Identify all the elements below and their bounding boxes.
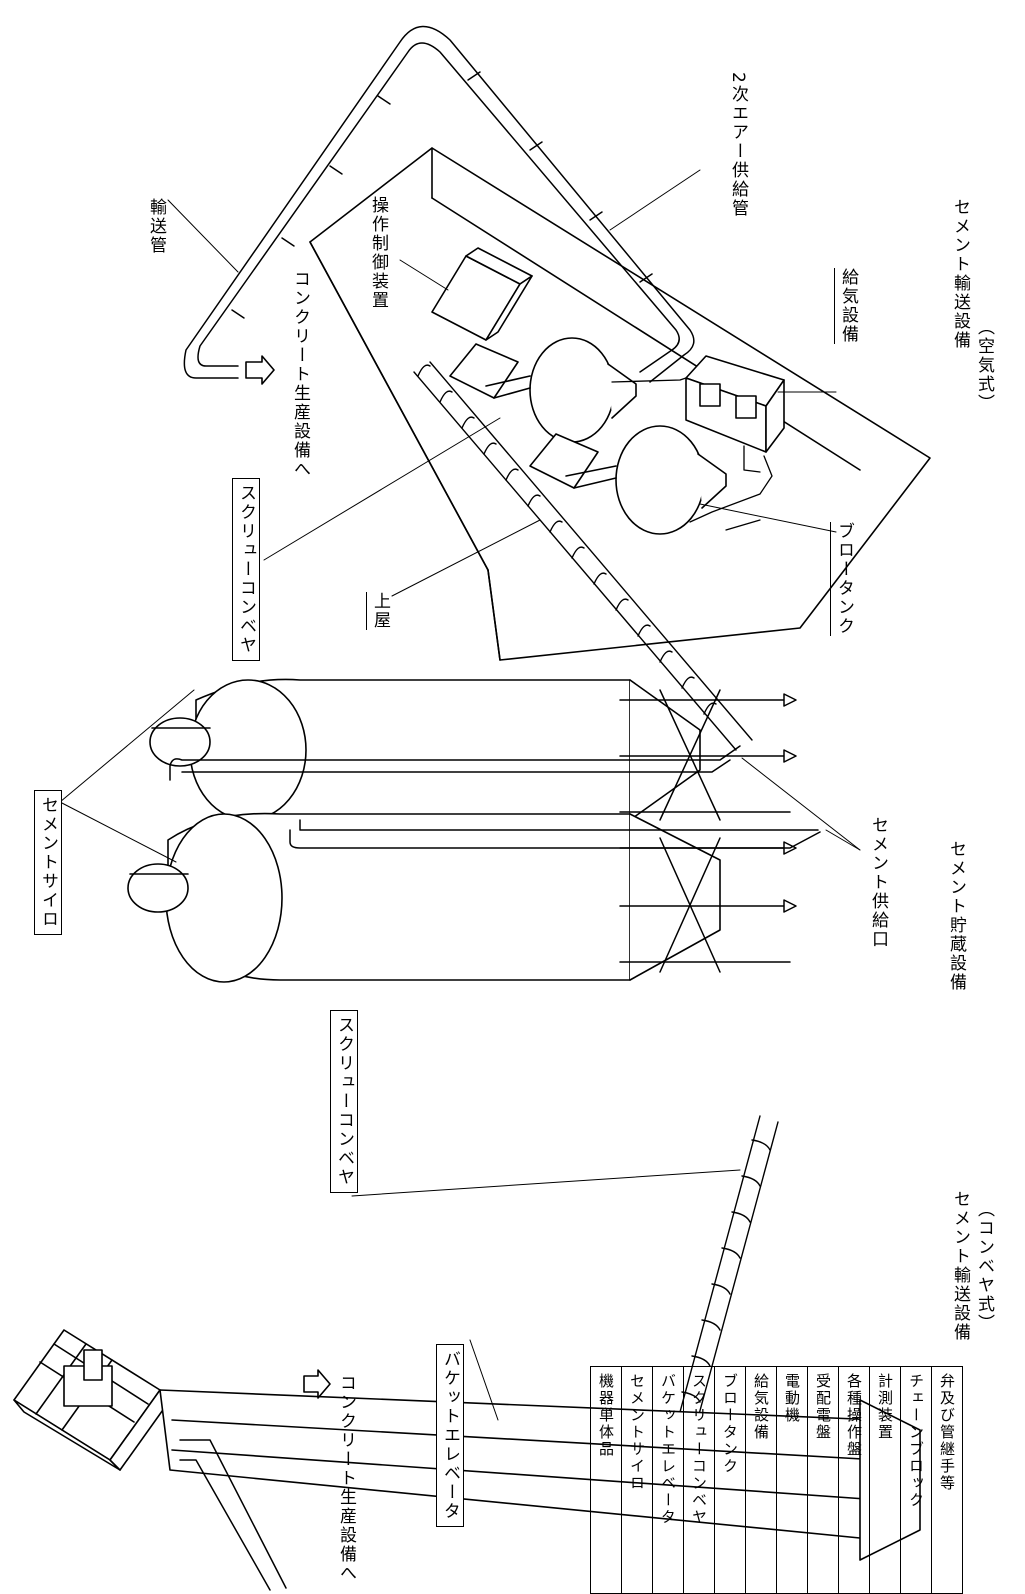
to-concrete-arrow-bottom (303, 1369, 331, 1399)
parts-cell-text: 受配電盤 (814, 1373, 832, 1441)
leader-lines (59, 169, 861, 1421)
label-transport-conveyor-type: （コンベヤ式） (974, 1200, 994, 1333)
parts-cell-text: セメントサイロ (628, 1373, 646, 1492)
parts-cell-text: 各種操作盤 (845, 1373, 863, 1458)
label-secondary-air-pipe: 2次エアー供給管 (728, 72, 748, 218)
label-blow-tank: ブロータンク (834, 522, 854, 636)
label-transport-air: セメント輸送設備 (950, 198, 970, 350)
label-transport-air-type: （空気式） (974, 318, 994, 413)
blow-tank-1 (449, 337, 637, 443)
parts-cell: 弁及び管継手等 (931, 1366, 963, 1594)
parts-cell-text: 電動機 (783, 1373, 801, 1424)
label-transport-pipe: 輸送管 (146, 198, 166, 255)
blow-tank-2 (529, 425, 727, 535)
control-device-box (431, 247, 533, 341)
parts-cell: 計測装置 (869, 1366, 901, 1594)
parts-cell-text: 給気設備 (752, 1373, 770, 1441)
elevator-discharge-pipe (179, 1439, 287, 1591)
parts-cell-text: チェーンブロック (907, 1373, 925, 1509)
to-concrete-arrow-top (245, 355, 275, 385)
label-to-concrete-bottom: コンクリート生産設備へ (336, 1374, 356, 1583)
cement-silo-left (127, 812, 721, 983)
parts-cell: チェーンブロック (900, 1366, 932, 1594)
parts-cell: 各種操作盤 (838, 1366, 870, 1594)
parts-cell-text: スクリューコンベヤ (690, 1373, 708, 1526)
label-transport-conveyor: セメント輸送設備 (950, 1190, 970, 1342)
label-screw-conveyor-top: スクリューコンベヤ (232, 478, 260, 661)
cement-supply-pipes (169, 745, 821, 849)
screw-conveyor-top (413, 361, 753, 751)
label-air-supply: 給気設備 (838, 268, 858, 344)
air-pipes (611, 377, 773, 531)
label-cement-supply-port: セメント供給口 (868, 816, 888, 949)
parts-cell-text: バケットエレベータ (659, 1373, 677, 1526)
air-supply-unit (685, 355, 785, 453)
label-screw-conveyor-bottom: スクリューコンベヤ (330, 1010, 358, 1193)
label-cement-silo: セメントサイロ (34, 790, 62, 935)
label-cement-storage: セメント貯蔵設備 (946, 840, 966, 992)
parts-cell: 受配電盤 (807, 1366, 839, 1594)
cement-silo-right (149, 678, 701, 821)
parts-cell: ブロータンク (714, 1366, 746, 1594)
parts-cell-text: ブロータンク (721, 1373, 739, 1475)
label-bucket-elevator: バケットエレベータ (436, 1344, 464, 1527)
parts-table-row: 機器単体品 セメントサイロ バケットエレベータ スクリューコンベヤ ブロータンク… (590, 1366, 963, 1594)
transport-pipe (183, 25, 695, 383)
label-to-concrete-top: コンクリート生産設備へ (290, 270, 310, 479)
label-control-device: 操作制御装置 (368, 196, 388, 310)
label-roof: 上屋 (370, 592, 390, 630)
parts-cell: 電動機 (776, 1366, 808, 1594)
parts-cell: 給気設備 (745, 1366, 777, 1594)
parts-table: 機器単体品 セメントサイロ バケットエレベータ スクリューコンベヤ ブロータンク… (590, 1366, 963, 1594)
parts-cell-text: 計測装置 (876, 1373, 894, 1441)
parts-cell-text: 弁及び管継手等 (938, 1373, 956, 1492)
parts-cell-text: 機器単体品 (597, 1373, 615, 1458)
parts-cell: スクリューコンベヤ (683, 1366, 715, 1594)
parts-cell: バケットエレベータ (652, 1366, 684, 1594)
parts-cell: セメントサイロ (621, 1366, 653, 1594)
parts-cell: 機器単体品 (590, 1366, 622, 1594)
